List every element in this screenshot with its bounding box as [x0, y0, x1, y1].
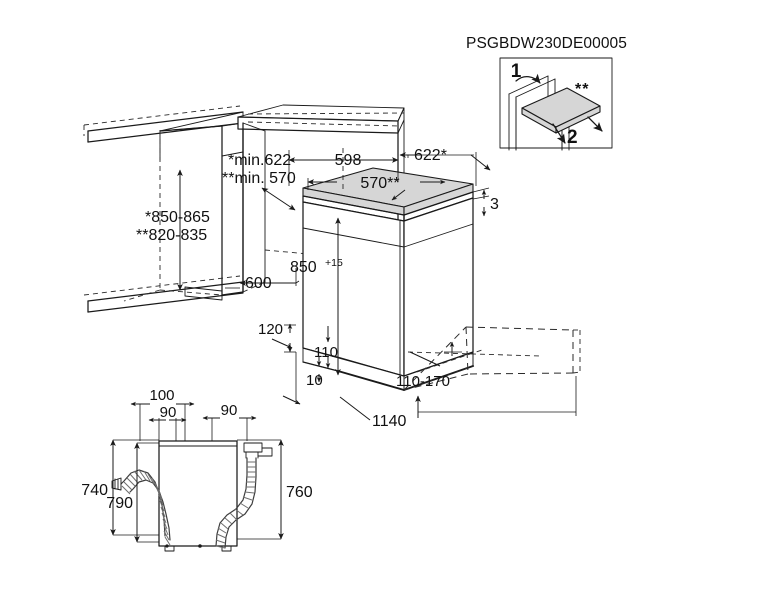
dim-hose-gap-right: 90: [202, 402, 257, 441]
inset-step-2-label: 2: [567, 127, 578, 148]
dim-label-850-865: *850-865: [145, 209, 210, 226]
dim-label-740: 740: [81, 482, 108, 499]
dim-label-598: 598: [335, 152, 362, 169]
dim-label-120: 120: [258, 321, 283, 338]
dim-niche-height: *850-865 **820-835: [136, 169, 210, 291]
dim-label-90-left: 90: [160, 404, 177, 421]
dim-label-min-570: **min. 570: [222, 170, 296, 187]
dim-cabinet-depth: 600: [225, 275, 300, 292]
hose-connection-view: 100 90 90 740: [81, 387, 313, 552]
dim-label-90-right: 90: [221, 402, 238, 419]
dim-label-3: 3: [490, 196, 499, 213]
dim-inlet-offset-left: 100: [130, 387, 195, 441]
dim-label-850: 850: [290, 259, 317, 276]
dim-label-820-835: **820-835: [136, 227, 207, 244]
dim-label-100: 100: [149, 387, 174, 404]
arrow-step-1: [515, 73, 541, 84]
dim-plinth-recess: 110: [314, 326, 338, 369]
appliance-outline: [158, 440, 238, 547]
dim-appliance-width: 598: [288, 152, 399, 169]
inset-step-1-label: 1: [511, 61, 522, 82]
arrow-step-2b: [587, 116, 603, 132]
dim-door-open-depth: 1140: [339, 376, 577, 430]
dim-label-110: 110: [314, 344, 338, 361]
dim-drain-hose-height: 740: [81, 439, 159, 536]
dim-label-850-tolerance: +15: [325, 257, 343, 269]
dim-appliance-height: 850 +15: [290, 217, 343, 376]
dim-label-110-170: 110-170: [396, 373, 450, 390]
dim-label-790: 790: [106, 495, 133, 512]
inlet-hose: [215, 442, 273, 549]
arrow-step-2a: [552, 123, 566, 144]
dim-label-760: 760: [286, 484, 313, 501]
dim-door-clearance: 110-170: [396, 341, 462, 390]
isometric-main-view: 598 622* 570** *min.622 **min. 570: [83, 104, 581, 430]
dim-label-570: 570**: [360, 175, 399, 192]
dim-label-10: 10: [306, 372, 323, 389]
dim-label-1140: 1140: [372, 413, 407, 430]
dim-label-min-622: *min.622: [228, 152, 291, 169]
dim-appliance-depth-alt: 570**: [307, 175, 446, 201]
dim-niche-depth: *min.622 **min. 570: [222, 152, 296, 211]
worktop-removal-inset: 1 2 **: [499, 57, 613, 151]
dim-foot-clearance: 10: [306, 356, 323, 389]
dim-hose-gap-left: 90: [148, 404, 187, 441]
dim-appliance-depth: 622*: [399, 147, 491, 171]
drawing-code: PSGBDW230DE00005: [466, 35, 627, 52]
dim-worktop-thickness: 3: [472, 187, 499, 217]
dim-inlet-hose-height: 790: [106, 442, 159, 543]
dim-label-622: 622*: [414, 147, 447, 164]
inset-note-marker: **: [575, 81, 589, 98]
dim-supply-hose-height: 760: [237, 439, 313, 540]
dim-label-600: 600: [245, 275, 272, 292]
